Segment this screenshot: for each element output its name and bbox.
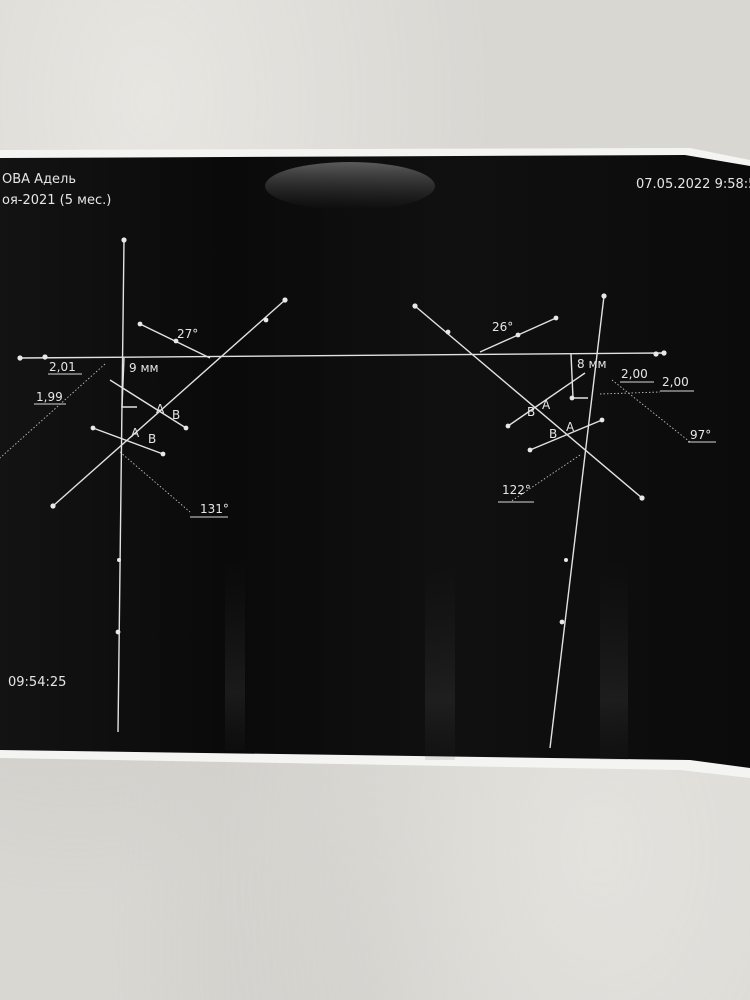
endpoint-dot [183, 425, 189, 431]
patient-name: ОВА Адель [2, 172, 77, 187]
left-top-angle: 27° [177, 327, 199, 341]
label-underlines [34, 373, 716, 518]
endpoint-dot [553, 315, 559, 321]
left-distance: 9 мм [129, 361, 159, 375]
study-datetime: 07.05.2022 9:58:54 [636, 177, 750, 192]
endpoint-dot [599, 417, 605, 423]
endpoint-dot [282, 297, 288, 303]
leader-line [599, 391, 661, 395]
right-measure-upper: 2,00 [621, 367, 648, 381]
right-top-angle: 26° [492, 320, 514, 334]
image-highlight [265, 162, 435, 210]
left-measure-lower: 1,99 [36, 390, 63, 404]
endpoint-dot [17, 355, 23, 361]
endpoint-dot [137, 321, 143, 327]
right-side-angle: 97° [690, 428, 712, 442]
xray-image-area [0, 155, 750, 768]
leader-lines [0, 363, 691, 513]
right-ab-line-lower [529, 419, 603, 451]
right-perkins-line [549, 295, 605, 749]
endpoint-dot [564, 558, 568, 562]
endpoint-dot [559, 619, 565, 625]
endpoint-dot [653, 351, 659, 357]
endpoint-dot [445, 329, 451, 335]
endpoint-dot [160, 451, 166, 457]
image-streak [425, 560, 455, 760]
endpoint-dot [117, 558, 121, 562]
endpoint-dot [412, 303, 418, 309]
endpoint-dot [90, 425, 96, 431]
leader-line [611, 379, 691, 443]
endpoint-dot [173, 338, 179, 344]
hip-measurement-overlay [19, 239, 665, 749]
endpoint-dot [515, 332, 521, 338]
endpoint-dot [50, 503, 56, 509]
endpoint-dot [639, 495, 645, 501]
endpoint-dot [263, 317, 269, 323]
right-measure-lower: 2,00 [662, 375, 689, 389]
left-point-b-lower: B [148, 432, 157, 446]
endpoint-dot [42, 354, 48, 360]
endpoint-dot [121, 237, 127, 243]
left-distance-bracket [121, 357, 137, 408]
right-point-b-upper: B [527, 405, 536, 419]
endpoint-dot [601, 293, 607, 299]
left-point-a-upper: A [156, 402, 165, 416]
capture-time: 09:54:25 [8, 675, 67, 690]
image-streak [225, 560, 245, 750]
right-distance: 8 мм [577, 357, 607, 371]
right-acetabular-line [414, 305, 643, 499]
left-acetabular-line [52, 299, 286, 507]
left-perkins-line [117, 239, 125, 733]
left-point-a-lower: A [131, 426, 140, 440]
right-bottom-angle: 122° [502, 483, 531, 497]
right-point-a-lower: A [566, 420, 575, 434]
birth-info: оя-2021 (5 мес.) [2, 193, 112, 208]
endpoint-dot [505, 423, 511, 429]
leader-line [119, 451, 191, 513]
left-bottom-angle: 131° [200, 502, 229, 516]
endpoint-markers [17, 237, 667, 635]
endpoint-dot [661, 350, 667, 356]
hilgenreiner-line [19, 352, 665, 359]
leader-line [509, 454, 581, 503]
image-streak [600, 560, 628, 760]
endpoint-dot [115, 629, 121, 635]
endpoint-dot [569, 395, 575, 401]
right-point-b-lower: B [549, 427, 558, 441]
leader-line [0, 363, 106, 459]
left-point-b-upper: B [172, 408, 181, 422]
endpoint-dot [527, 447, 533, 453]
left-ab-line-lower [92, 427, 164, 455]
left-measure-upper: 2,01 [49, 360, 76, 374]
right-point-a-upper: A [542, 398, 551, 412]
